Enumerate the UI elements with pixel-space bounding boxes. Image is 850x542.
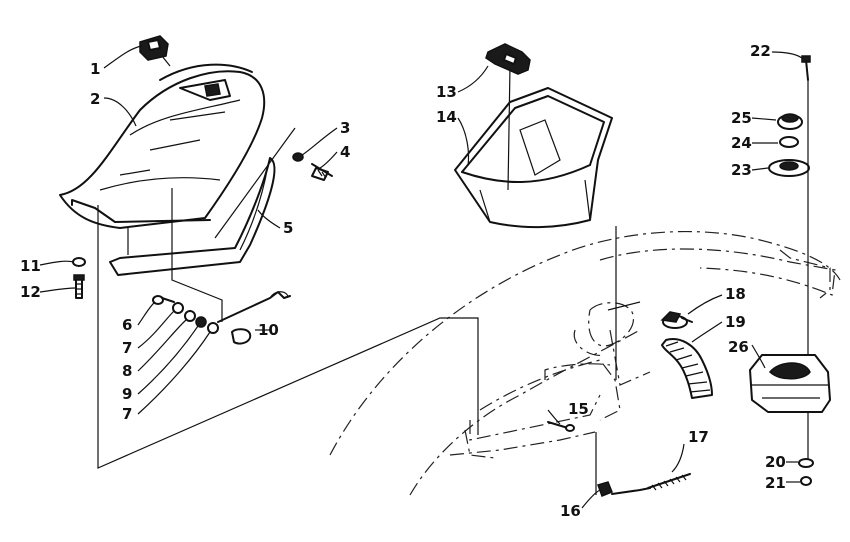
callout-1: 1: [90, 60, 100, 78]
callout-leaders: [39, 45, 803, 509]
callout-23: 23: [731, 161, 752, 179]
frame-lines: [97, 127, 479, 469]
hinge-hardware: [152, 291, 291, 345]
callout-labels: 1 2 3 4 5 6 7 8 9 7 10 11 12 13 14 15 16…: [20, 42, 786, 520]
callout-25: 25: [731, 109, 752, 127]
callout-17: 17: [688, 428, 709, 446]
callout-7b: 7: [122, 405, 132, 423]
callout-3: 3: [340, 119, 350, 137]
seat-cushion: [59, 63, 266, 229]
seat-latch: [139, 35, 171, 67]
flexible-hose: [661, 338, 713, 399]
callout-26: 26: [728, 338, 749, 356]
callout-19: 19: [725, 313, 746, 331]
callout-9: 9: [122, 385, 132, 403]
callout-10: 10: [258, 321, 279, 339]
seat-hardware-left: [72, 257, 86, 299]
callout-20: 20: [765, 453, 786, 471]
callout-12: 12: [20, 283, 41, 301]
callout-15: 15: [568, 400, 589, 418]
cable-spring: [647, 473, 691, 491]
callout-6: 6: [122, 316, 132, 334]
seat-bolt-right: [292, 152, 333, 181]
callout-8: 8: [122, 362, 132, 380]
callout-4: 4: [340, 143, 350, 161]
seat-hinge-strap: [109, 157, 276, 276]
callout-24: 24: [731, 134, 752, 152]
callout-7a: 7: [122, 339, 132, 357]
tray-latch: [485, 43, 531, 75]
callout-5: 5: [283, 219, 293, 237]
callout-16: 16: [560, 502, 581, 520]
vehicle-body-outline: [329, 231, 841, 496]
callout-13: 13: [436, 83, 457, 101]
storage-tray: [454, 65, 613, 229]
callout-22: 22: [750, 42, 771, 60]
callout-18: 18: [725, 285, 746, 303]
screw-15: [547, 421, 575, 432]
tank-cover: [749, 354, 831, 413]
callout-11: 11: [20, 257, 41, 275]
callout-14: 14: [436, 108, 457, 126]
callout-21: 21: [765, 474, 786, 492]
hose-clamp: [660, 311, 693, 329]
tank-hardware: [798, 458, 814, 486]
callout-2: 2: [90, 90, 100, 108]
tray-mount-lines: [595, 226, 641, 495]
cable-clip: [597, 481, 651, 497]
